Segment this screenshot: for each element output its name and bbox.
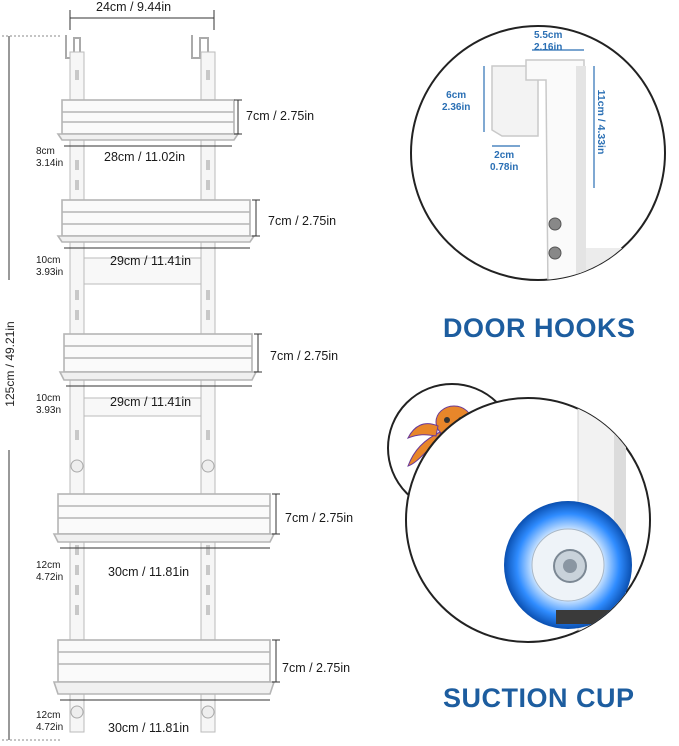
door-hook-circle bbox=[410, 25, 666, 281]
hook-right-dimension: 11cm / 4.33in bbox=[595, 89, 607, 155]
gap-2-label: 10cm 3.93in bbox=[36, 255, 63, 279]
basket-1-depth-label: 7cm / 2.75in bbox=[246, 109, 315, 123]
gap-1-cm: 8cm bbox=[36, 146, 55, 157]
suction-cup-panel bbox=[378, 370, 651, 670]
basket-4-depth-label: 7cm / 2.75in bbox=[285, 511, 354, 525]
gap-1-in: 3.14in bbox=[36, 158, 64, 169]
hook-bottom-in: 0.78in bbox=[490, 162, 519, 173]
hook-left-dimension: 6cm 2.36in bbox=[442, 90, 470, 114]
door-hooks-title: DOOR HOOKS bbox=[443, 313, 636, 343]
gap-2-cm: 10cm bbox=[36, 255, 61, 266]
hook-bottom-cm: 2cm bbox=[494, 150, 515, 161]
gap-5-cm: 12cm bbox=[36, 710, 61, 721]
hook-top-in: 2.16in bbox=[534, 42, 563, 53]
suction-cup-title: SUCTION CUP bbox=[443, 683, 635, 713]
gap-4-label: 12cm 4.72in bbox=[36, 560, 63, 584]
basket-2-depth-label: 7cm / 2.75in bbox=[268, 214, 337, 228]
gap-5-in: 4.72in bbox=[36, 722, 64, 733]
top-width-dimension-line bbox=[69, 10, 215, 30]
hook-left-cm: 6cm bbox=[446, 90, 467, 101]
gap-1-label: 8cm 3.14in bbox=[36, 146, 63, 170]
door-hooks-panel: 5.5cm 2.16in 6cm 2.36in 2cm 0.78in 11cm … bbox=[408, 8, 668, 298]
basket-3-width-label: 29cm / 11.41in bbox=[110, 395, 192, 409]
gap-2-in: 3.93in bbox=[36, 267, 64, 278]
gap-3-label: 10cm 3.93n bbox=[36, 393, 61, 417]
rack-diagram: 24cm / 9.44in 125cm / 49.21in bbox=[2, 0, 354, 741]
rack-illustration bbox=[52, 35, 280, 733]
basket-1-width-label: 28cm / 11.02in bbox=[104, 150, 186, 164]
suction-cup-circle bbox=[405, 397, 651, 643]
gap-3-in: 3.93n bbox=[36, 405, 62, 416]
gap-4-cm: 12cm bbox=[36, 560, 61, 571]
hook-left-in: 2.36in bbox=[442, 102, 471, 113]
basket-3-depth-label: 7cm / 2.75in bbox=[270, 349, 339, 363]
total-height-dimension-line bbox=[2, 35, 60, 741]
hook-top-cm: 5.5cm bbox=[534, 30, 563, 41]
hook-bottom-dimension: 2cm 0.78in bbox=[490, 150, 518, 174]
gap-3-cm: 10cm bbox=[36, 393, 61, 404]
gap-5-label: 12cm 4.72in bbox=[36, 710, 63, 734]
top-width-label: 24cm / 9.44in bbox=[96, 0, 172, 14]
basket-5-width-label: 30cm / 11.81in bbox=[108, 721, 190, 735]
basket-2-width-label: 29cm / 11.41in bbox=[110, 254, 192, 268]
basket-5-depth-label: 7cm / 2.75in bbox=[282, 661, 351, 675]
gap-4-in: 4.72in bbox=[36, 572, 64, 583]
hook-top-dimension: 5.5cm 2.16in bbox=[534, 30, 562, 54]
basket-4-width-label: 30cm / 11.81in bbox=[108, 565, 190, 579]
